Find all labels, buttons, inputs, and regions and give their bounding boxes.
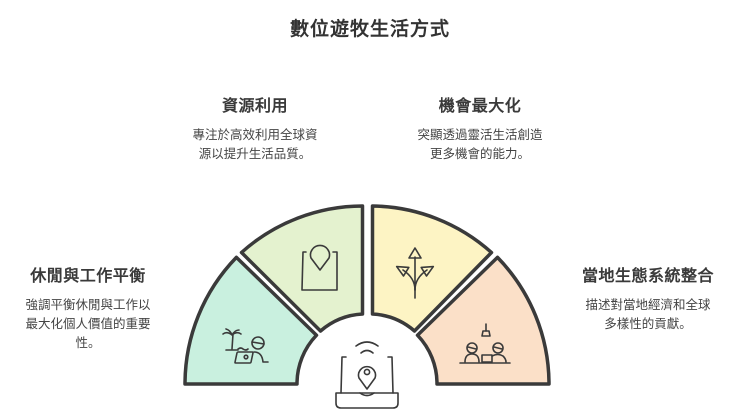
description-leisure: 強調平衡休閒與工作以 最大化個人價值的重要 性。 <box>8 295 168 352</box>
coworking-people-icon <box>459 323 511 364</box>
info-block-local: 當地生態系統整合 描述對當地經濟和全球 多樣性的貢獻。 <box>568 262 728 333</box>
description-line: 性。 <box>75 335 101 350</box>
segment-leisure[interactable] <box>183 255 319 386</box>
heading-opportunity: 機會最大化 <box>438 96 522 115</box>
info-block-resource: 資源利用 專注於高效利用全球資 源以提升生活品質。 <box>170 92 340 163</box>
description-line: 多樣性的貢獻。 <box>604 316 692 331</box>
heading-leisure: 休閒與工作平衡 <box>30 266 146 285</box>
description-line: 更多機會的能力。 <box>429 146 530 161</box>
description-line: 最大化個人價值的重要 <box>25 316 151 331</box>
segment-local-shape <box>415 255 551 386</box>
description-line: 源以提升生活品質。 <box>198 146 312 161</box>
description-line: 突顯透過靈活生活創造 <box>417 127 543 142</box>
segment-local[interactable] <box>415 255 551 386</box>
description-local: 描述對當地經濟和全球 多樣性的貢獻。 <box>568 295 728 333</box>
diagram-title: 數位遊牧生活方式 <box>289 18 450 40</box>
beach-remote-work-icon <box>222 328 269 364</box>
description-resource: 專注於高效利用全球資 源以提升生活品質。 <box>170 125 340 163</box>
laptop-location-icon <box>335 341 399 409</box>
description-line: 描述對當地經濟和全球 <box>585 297 711 312</box>
map-pin-bag-icon <box>301 244 338 291</box>
segment-leisure-shape <box>183 255 319 386</box>
branching-arrows-icon <box>395 247 435 299</box>
description-opportunity: 突顯透過靈活生活創造 更多機會的能力。 <box>395 125 565 163</box>
segment-opportunity[interactable] <box>370 204 494 333</box>
heading-local: 當地生態系統整合 <box>581 266 714 285</box>
heading-resource: 資源利用 <box>221 96 288 115</box>
description-line: 強調平衡休閒與工作以 <box>25 297 151 312</box>
segment-resource[interactable] <box>239 204 365 333</box>
description-line: 專注於高效利用全球資 <box>192 127 318 142</box>
info-block-leisure: 休閒與工作平衡 強調平衡休閒與工作以 最大化個人價值的重要 性。 <box>8 262 168 352</box>
info-block-opportunity: 機會最大化 突顯透過靈活生活創造 更多機會的能力。 <box>395 92 565 163</box>
